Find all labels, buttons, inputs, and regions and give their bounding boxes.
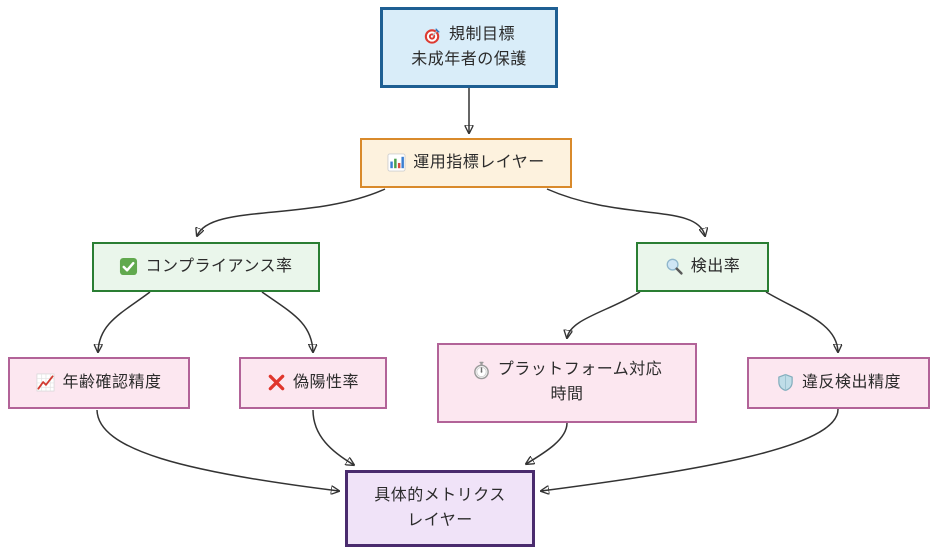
node-goal-line2: 未成年者の保護 [411, 50, 527, 68]
bar-chart-icon [387, 153, 406, 173]
edge-ops-compliance [197, 188, 386, 236]
edge-compliance-falsepositive [261, 291, 313, 352]
node-compliance-label: コンプライアンス率 [145, 257, 293, 275]
node-violation-label: 違反検出精度 [801, 373, 901, 391]
node-age-verification-accuracy: 年齢確認精度 [8, 357, 190, 409]
edge-platform-metrics [526, 422, 568, 464]
edge-detection-platform [567, 291, 641, 338]
stopwatch-icon [472, 361, 491, 380]
cross-icon [267, 373, 286, 392]
node-detection-label: 検出率 [690, 257, 741, 275]
node-false-positive-label: 偽陽性率 [292, 373, 359, 391]
edge-compliance-age [98, 291, 151, 352]
target-icon [423, 26, 442, 45]
node-regulatory-goal: 規制目標 未成年者の保護 [380, 7, 558, 88]
node-operational-metrics-layer: 運用指標レイヤー [360, 138, 572, 188]
edge-ops-detection [546, 188, 705, 236]
node-platform-line2: 時間 [550, 386, 584, 403]
node-metrics-line2: レイヤー [407, 511, 473, 529]
check-icon [119, 257, 138, 276]
edge-falsepositive-metrics [312, 409, 354, 465]
node-detection-rate: 検出率 [636, 242, 769, 292]
node-concrete-metrics-layer: 具体的メトリクス レイヤー [345, 470, 535, 547]
edge-detection-violation [765, 291, 838, 352]
shield-icon [776, 373, 795, 392]
node-compliance-rate: コンプライアンス率 [92, 242, 320, 292]
node-metrics-line1: 具体的メトリクス [374, 486, 506, 504]
node-age-label: 年齢確認精度 [62, 373, 162, 391]
magnifier-icon [665, 257, 684, 276]
trend-up-icon [36, 373, 55, 392]
node-ops-label: 運用指標レイヤー [413, 153, 545, 171]
node-false-positive-rate: 偽陽性率 [239, 357, 387, 409]
node-violation-detection-accuracy: 違反検出精度 [747, 357, 930, 409]
node-platform-response-time: プラットフォーム対応 時間 [437, 343, 697, 423]
edge-age-metrics [96, 409, 339, 491]
node-platform-line1: プラットフォーム対応 [497, 361, 663, 379]
node-goal-line1: 規制目標 [448, 25, 515, 43]
